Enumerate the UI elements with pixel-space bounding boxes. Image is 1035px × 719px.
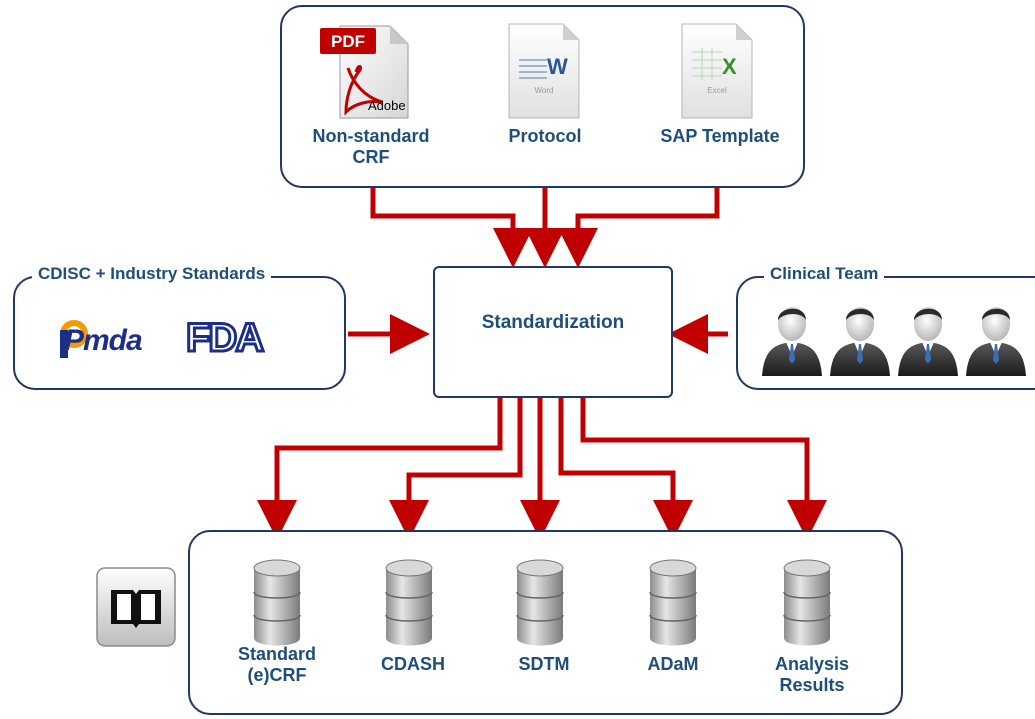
excel-letter: X (722, 54, 737, 79)
arrow-to-analysis-results (580, 398, 827, 540)
pdf-badge-text: PDF (331, 32, 365, 51)
database-icon (783, 559, 831, 647)
output-label-sdtm: SDTM (518, 654, 570, 674)
adobe-brand-text: Adobe (368, 98, 406, 113)
excel-document-icon: X Excel (680, 22, 754, 120)
book-icon (95, 566, 177, 648)
word-letter: W (547, 54, 568, 79)
person-icon (762, 307, 822, 376)
database-icon (253, 559, 301, 647)
pmda-logo: Pmda (58, 316, 168, 360)
arrow-to-cdash (389, 398, 523, 540)
arrow-crf-to-standardization (370, 172, 533, 268)
database-icons (240, 558, 860, 653)
database-icon (649, 559, 697, 647)
fda-logo-text: FDA (184, 315, 265, 362)
clinical-team-title: Clinical Team (764, 264, 885, 284)
standardization-box (433, 266, 673, 398)
output-label-analysis-results: Analysis Results (774, 654, 850, 695)
word-caption: Word (534, 86, 554, 95)
arrow-to-standard-crf (257, 398, 503, 540)
standards-title: CDISC + Industry Standards (32, 264, 272, 284)
standards-panel (13, 276, 346, 390)
arrow-to-adam (558, 398, 693, 540)
database-icon (385, 559, 433, 647)
output-label-standard-crf: Standard (e)CRF (237, 644, 316, 685)
output-label-cdash: CDASH (380, 654, 445, 674)
fda-logo: FDA (184, 315, 290, 362)
protocol-label: Protocol (508, 126, 582, 146)
word-document-icon: W Word (507, 22, 581, 120)
standardization-label: Standardization (481, 312, 625, 333)
sap-template-label: SAP Template (660, 126, 780, 146)
database-icon (516, 559, 564, 647)
output-label-adam: ADaM (647, 654, 699, 674)
person-icon (898, 307, 958, 376)
pdf-document-icon: PDF Adobe (318, 20, 410, 120)
excel-caption: Excel (707, 86, 727, 95)
person-icon (830, 307, 890, 376)
team-members (760, 300, 1035, 385)
non-standard-crf-label: Non-standard CRF (312, 126, 430, 167)
person-icon (966, 307, 1026, 376)
pmda-logo-text: Pmda (64, 324, 143, 357)
